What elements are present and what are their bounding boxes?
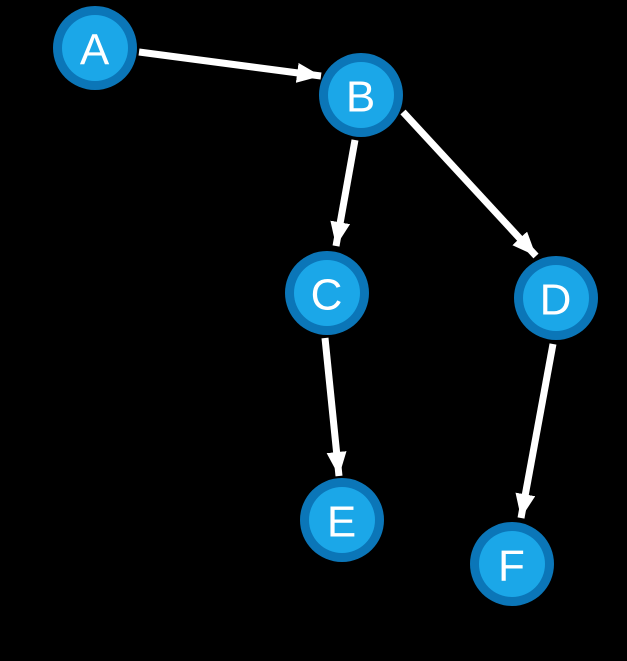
node-E[interactable]: E <box>300 478 384 562</box>
node-C-label: C <box>311 271 344 320</box>
node-A-label: A <box>80 26 110 75</box>
node-C-body <box>294 260 360 326</box>
edge-C-E <box>321 337 347 477</box>
edge-D-F <box>515 343 557 519</box>
node-D-label: D <box>540 276 573 325</box>
node-F-label: F <box>498 542 526 591</box>
node-A-body <box>62 15 128 81</box>
node-B[interactable]: B <box>319 53 403 137</box>
node-D-body <box>523 265 589 331</box>
edge-A-B <box>138 48 322 83</box>
node-B-body <box>328 62 394 128</box>
node-E-body <box>309 487 375 553</box>
edge-B-C <box>330 139 359 247</box>
node-B-label: B <box>346 73 376 122</box>
node-A[interactable]: A <box>53 6 137 90</box>
node-C[interactable]: C <box>285 251 369 335</box>
node-F[interactable]: F <box>470 522 554 606</box>
node-E-label: E <box>327 498 357 547</box>
node-D[interactable]: D <box>514 256 598 340</box>
node-F-body <box>479 531 545 597</box>
edge-B-D <box>400 109 539 259</box>
